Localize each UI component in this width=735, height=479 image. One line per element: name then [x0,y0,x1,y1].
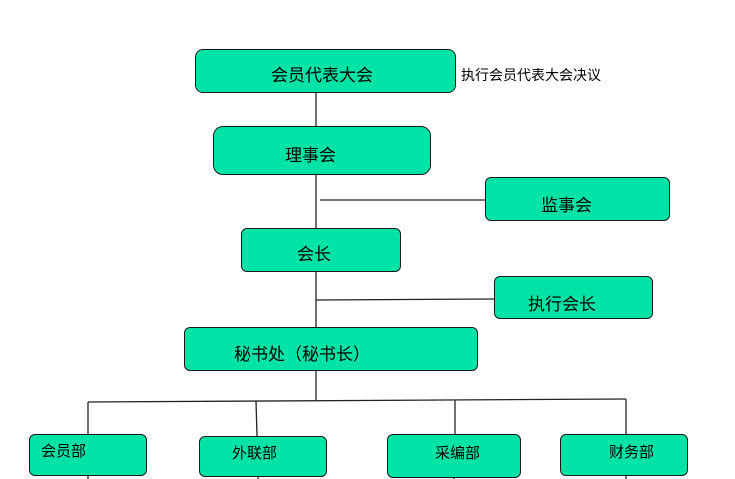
connector-drop-liaison [255,400,258,437]
node-assembly-label: 会员代表大会 [271,66,373,86]
node-finance-dept-label: 财务部 [609,443,655,461]
connector-executive-branch [315,298,495,301]
node-supervisory-label: 监事会 [541,196,592,216]
node-president: 会长 [241,228,401,272]
assembly-note: 执行会员代表大会决议 [461,68,601,84]
node-liaison-dept-label: 外联部 [232,444,278,462]
connector-department-bus [87,398,627,403]
node-finance-dept: 财务部 [560,434,688,476]
node-secretariat: 秘书处（秘书长） [184,327,478,371]
node-editorial-dept-label: 采编部 [435,444,481,462]
node-member-dept-label: 会员部 [41,442,87,460]
node-president-label: 会长 [297,245,331,265]
node-council: 理事会 [213,126,431,175]
node-supervisory: 监事会 [485,177,670,221]
node-executive-president: 执行会长 [494,276,653,319]
node-secretariat-label: 秘书处（秘书长） [234,345,370,365]
node-liaison-dept: 外联部 [199,436,327,477]
node-assembly: 会员代表大会 [195,49,456,93]
node-editorial-dept: 采编部 [387,434,521,478]
node-executive-president-label: 执行会长 [528,295,596,315]
node-council-label: 理事会 [285,146,336,166]
node-member-dept: 会员部 [29,434,147,476]
